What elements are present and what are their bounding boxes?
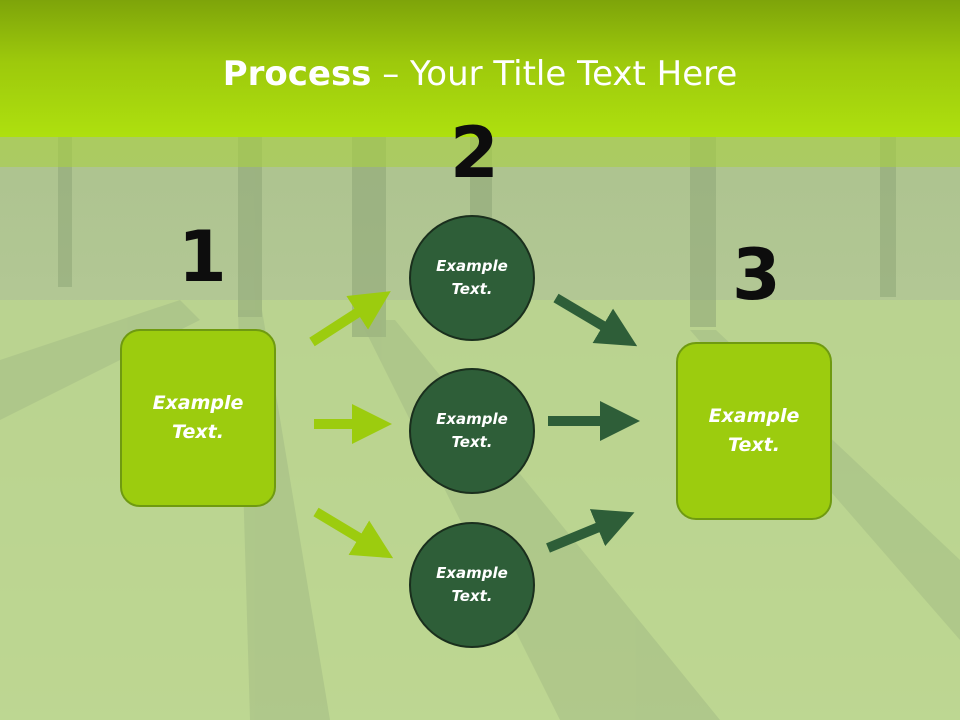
arrow-circle-bottom-to-box3 (546, 509, 635, 553)
step-number-2: 2 (450, 112, 499, 194)
arrow-box1-to-circle-bottom (313, 507, 394, 559)
step-1-box-text: Example Text. (152, 392, 244, 443)
title-banner (0, 0, 960, 137)
circle-top-text: Example Text. (436, 257, 508, 298)
arrow-circle-top-to-box3 (553, 293, 638, 347)
step-number-1: 1 (178, 216, 227, 298)
step-2-circle-bottom[interactable]: Example Text. (409, 522, 535, 648)
step-3-box-text: Example Text. (708, 405, 800, 456)
slide-title: Process – Your Title Text Here (0, 52, 960, 96)
step-3-box[interactable]: Example Text. (676, 342, 832, 520)
step-1-box[interactable]: Example Text. (120, 329, 276, 507)
step-2-circle-middle[interactable]: Example Text. (409, 368, 535, 494)
title-banner-strip (0, 137, 960, 167)
step-2-circle-top[interactable]: Example Text. (409, 215, 535, 341)
arrow-box1-to-circle-top (309, 291, 391, 347)
circle-middle-text: Example Text. (436, 410, 508, 451)
slide-title-bold: Process (222, 54, 372, 94)
circle-bottom-text: Example Text. (436, 564, 508, 605)
step-number-3: 3 (732, 234, 781, 316)
slide-title-rest: – Your Title Text Here (371, 54, 738, 94)
